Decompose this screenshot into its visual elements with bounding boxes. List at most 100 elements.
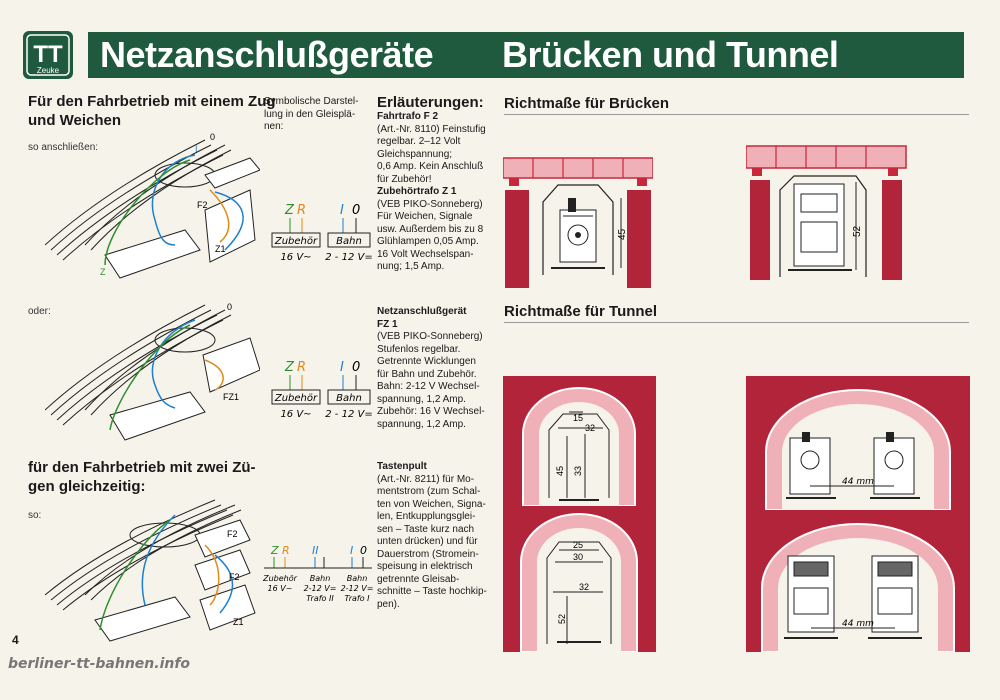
diagram1-label-0: 0	[210, 132, 215, 142]
explanation-line: für Zubehör!	[377, 173, 432, 185]
set2-o: 0	[352, 360, 360, 375]
tunnel-double-bottom: 44 mm	[746, 510, 970, 652]
explanation-line: für Bahn und Zubehör.	[377, 368, 477, 380]
diagram1-label-f2: F2	[197, 200, 208, 210]
wiring-diagram-two-trains: F2 F2 Z1	[45, 499, 256, 642]
zeuke-logo: TT Zeuke	[22, 30, 74, 80]
diagram2-label-0: 0	[227, 302, 232, 312]
logo-letters: TT	[33, 41, 63, 68]
heading-one-train-line1: Für den Fahrbetrieb mit einem Zug	[28, 93, 276, 110]
symbolic-caption-line3: nen:	[264, 121, 284, 132]
explanation-zubehoertrafo-title: Zubehörtrafo Z 1	[377, 186, 457, 197]
heading-two-trains-line2: gen gleichzeitig:	[28, 478, 146, 495]
set3-i: I	[350, 544, 353, 557]
set2-bahn: Bahn	[336, 393, 362, 404]
diagram1-label-z1: Z1	[215, 244, 226, 254]
diagram3-label-z1: Z1	[233, 617, 244, 627]
bridges-heading: Richtmaße für Brücken	[504, 95, 670, 112]
tunnel-double-top: 44 mm	[746, 376, 970, 510]
symbol-set-1: Z R I 0 Zubehör Bahn 16 V~ 2 - 12 V=	[271, 203, 373, 263]
explanation-line: usw. Außerdem bis zu 8	[377, 223, 484, 235]
connect-label: so anschließen:	[28, 142, 99, 153]
set3-bahn2-trafo: Trafo I	[344, 594, 370, 603]
explanation-line: Zubehör: 16 V Wechsel-	[377, 406, 485, 417]
tunnel-single-top: 15 32 45 33	[503, 376, 656, 506]
bridge-double-track: 52	[746, 145, 907, 280]
tunnel2-dim-25: 25	[573, 540, 583, 550]
set3-bahn1-trafo: Trafo II	[306, 594, 334, 603]
tunnel1-dim-45: 45	[555, 466, 565, 476]
symbolic-caption-line2: lung in den Gleisplä-	[264, 108, 356, 120]
diagram1-label-i: I	[195, 144, 198, 154]
symbolic-caption: Symbolische Darstel- lung in den Gleispl…	[264, 96, 374, 134]
set3-zubehoer: Zubehör	[262, 574, 298, 583]
set3-z: Z	[270, 544, 279, 557]
set1-r: R	[297, 203, 306, 218]
explanation-fahrtrafo: Fahrtrafo F 2 (Art.-Nr. 8110) Feinstufig…	[377, 111, 495, 274]
or-label: oder:	[28, 306, 51, 317]
explanation-line: spannung, 1,2 Amp.	[377, 418, 466, 430]
explanation-line: pen).	[377, 598, 400, 610]
explanation-line: len, Entkupplungsglei-	[377, 511, 476, 522]
explanation-line: Glühlampen 0,05 Amp.	[377, 236, 479, 247]
tunnel2-dim-52: 52	[557, 614, 567, 624]
set2-i: I	[340, 360, 344, 375]
heading-one-train: Für den Fahrbetrieb mit einem Zug und We…	[28, 92, 276, 130]
bridge-double-dim-label: 52	[852, 225, 863, 237]
set1-o: 0	[352, 203, 360, 218]
explanation-line: ten von Weichen, Signa-	[377, 498, 486, 510]
set2-bahn-voltage: 2 - 12 V=	[325, 409, 372, 420]
set2-zubehoer: Zubehör	[274, 393, 318, 404]
diagram2-label-fz1: FZ1	[223, 392, 239, 402]
wiring-diagram-fz1: 0 FZ1	[45, 302, 260, 441]
explanation-line: speisung in elektrisch	[377, 561, 473, 572]
set3-zubehoer-voltage: 16 V~	[268, 584, 293, 593]
header-title-left: Netzanschlußgeräte	[100, 34, 434, 75]
explanation-line: unten drücken) und für	[377, 536, 478, 547]
explanations-heading: Erläuterungen:	[377, 94, 484, 111]
set1-i: I	[340, 203, 344, 218]
diagram3-label-f2a: F2	[227, 529, 238, 539]
set3-o: 0	[360, 544, 367, 557]
symbolic-caption-line1: Symbolische Darstel-	[264, 96, 359, 107]
explanation-fz1-title-1: Netzanschlußgerät	[377, 306, 467, 317]
explanation-line: 16 Volt Wechselspan-	[377, 248, 474, 260]
tunnel2-dim-30: 30	[573, 552, 583, 562]
symbol-set-3: Z R II I 0 Zubehör 16 V~ Bahn 2-12 V= Tr…	[262, 544, 374, 603]
explanation-line: schnitte – Taste hochkip-	[377, 586, 487, 597]
explanation-line: (VEB PIKO-Sonneberg)	[377, 331, 483, 342]
set3-bahn2-voltage: 2-12 V=	[341, 584, 374, 593]
set2-r: R	[297, 360, 306, 375]
diagram3-label-f2b: F2	[229, 572, 240, 582]
explanation-line: Gleichspannung;	[377, 148, 453, 160]
set2-zubehoer-voltage: 16 V~	[280, 409, 311, 420]
heading-two-trains: für den Fahrbetrieb mit zwei Zü- gen gle…	[28, 458, 256, 496]
watermark: berliner-tt-bahnen.info	[8, 656, 191, 672]
tunnel1-dim-32: 32	[585, 423, 595, 433]
tunnels-heading-rule	[504, 322, 969, 323]
bridge-single-track: 45	[503, 157, 653, 288]
set2-z: Z	[284, 360, 295, 375]
explanation-line: (VEB PIKO-Sonneberg)	[377, 198, 483, 210]
set1-zubehoer-voltage: 16 V~	[280, 252, 311, 263]
bridges-heading-rule	[504, 114, 969, 115]
so-label: so:	[28, 510, 42, 521]
explanation-line: Getrennte Wicklungen	[377, 356, 476, 367]
page-header: Netzanschlußgeräte Brücken und Tunnel	[88, 32, 964, 78]
set1-bahn-voltage: 2 - 12 V=	[325, 252, 372, 263]
set3-r: R	[282, 544, 290, 557]
tunnel-single-bottom: 25 30 32 52	[503, 506, 656, 652]
explanation-netzanschlussgeraet: Netzanschlußgerät FZ 1 (VEB PIKO-Sonnebe…	[377, 306, 495, 431]
explanation-line: getrennte Gleisab-	[377, 573, 460, 585]
tunnels-heading: Richtmaße für Tunnel	[504, 303, 658, 320]
tunnel1-dim-15: 15	[573, 413, 583, 423]
explanation-line: (Art.-Nr. 8110) Feinstufig	[377, 123, 486, 135]
explanation-line: mentstrom (zum Schal-	[377, 486, 481, 497]
explanation-line: Für Weichen, Signale	[377, 211, 473, 222]
tunnel2-dim-32: 32	[579, 582, 589, 592]
explanation-fahrtrafo-title: Fahrtrafo F 2	[377, 111, 439, 122]
heading-two-trains-line1: für den Fahrbetrieb mit zwei Zü-	[28, 459, 256, 476]
header-title-right: Brücken und Tunnel	[502, 34, 839, 75]
tunnel1-dim-33: 33	[573, 466, 583, 476]
diagram1-label-z: Z	[100, 267, 106, 277]
